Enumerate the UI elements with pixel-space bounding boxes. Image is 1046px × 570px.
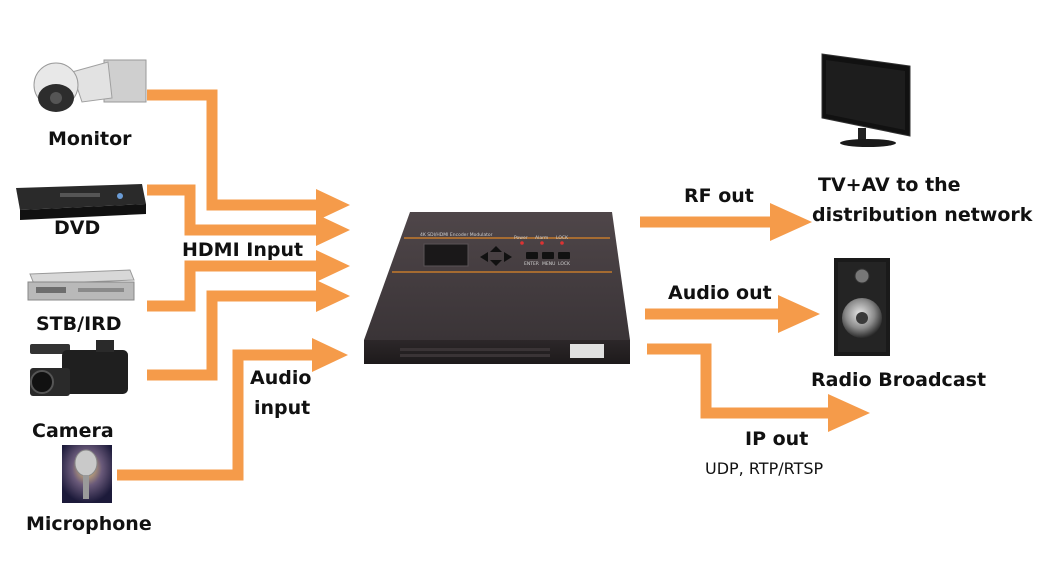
device-down-button[interactable]: [490, 260, 502, 266]
device-model-label: 4K SDI/HDMI Encoder Modulator: [420, 232, 493, 238]
label-dvd: DVD: [54, 217, 100, 239]
device-power-text: Power: [514, 235, 528, 241]
wire-camera: [147, 290, 330, 381]
label-camera: Camera: [32, 420, 114, 442]
device-top-face: [364, 212, 630, 340]
device-up-button[interactable]: [490, 246, 502, 252]
label-microphone: Microphone: [26, 513, 152, 535]
arrow-ip-out: [828, 394, 870, 432]
wire-monitor: [147, 89, 330, 211]
label-hdmi-input: HDMI Input: [182, 239, 303, 261]
label-tv-line2: distribution network: [812, 204, 1033, 226]
dvd-player-icon: [16, 184, 146, 220]
device-lock-text: LOCK: [556, 235, 569, 241]
device-enter-text: ENTER: [524, 261, 539, 267]
arrow-stb: [316, 250, 350, 282]
device-front-face: [364, 340, 630, 364]
arrow-dvd: [316, 214, 350, 246]
wire-stb: [147, 260, 330, 312]
arrow-rf-out: [770, 203, 812, 241]
label-monitor: Monitor: [48, 128, 132, 150]
device-lcd-screen: [423, 243, 469, 267]
device-lock-button[interactable]: [558, 252, 570, 259]
device-enter-button[interactable]: [526, 252, 538, 259]
arrow-monitor: [316, 189, 350, 221]
label-audio-input-line1: Audio: [250, 367, 311, 389]
video-camera-icon: [30, 340, 128, 396]
dome-camera-icon: [33, 59, 147, 112]
device-power-led: [520, 241, 524, 245]
label-audio-input-line2: input: [254, 397, 310, 419]
wire-dvd: [147, 184, 330, 236]
label-audio-out: Audio out: [668, 282, 772, 304]
label-radio-broadcast: Radio Broadcast: [811, 369, 986, 391]
input-wires: [117, 89, 350, 481]
arrow-audio-input: [312, 338, 348, 372]
device-alarm-led: [540, 241, 544, 245]
device-menu-text: MENU: [542, 261, 555, 267]
device-right-button[interactable]: [504, 252, 512, 262]
wire-ip-out: [647, 343, 840, 419]
device-vent: [400, 348, 550, 357]
microphone-icon: [62, 445, 112, 503]
device-lock-led: [560, 241, 564, 245]
encoder-modulator-device: 4K SDI/HDMI Encoder Modulator Power Alar…: [364, 212, 630, 364]
device-lock2-text: LOCK: [558, 261, 571, 267]
arrow-camera: [316, 280, 350, 312]
speaker-icon: [834, 258, 890, 356]
device-rating-label: [570, 344, 604, 358]
label-rf-out: RF out: [684, 185, 754, 207]
label-ip-out: IP out: [745, 428, 808, 450]
device-left-button[interactable]: [480, 252, 488, 262]
label-ip-protocols: UDP, RTP/RTSP: [705, 459, 824, 478]
arrow-audio-out: [778, 295, 820, 333]
tv-icon: [821, 53, 911, 147]
wire-microphone: [117, 349, 322, 481]
device-menu-button[interactable]: [542, 252, 554, 259]
output-wires: [640, 203, 870, 432]
device-alarm-text: Alarm: [535, 235, 548, 241]
label-tv-line1: TV+AV to the: [818, 174, 961, 196]
stb-receiver-icon: [27, 269, 135, 301]
label-stb: STB/IRD: [36, 313, 122, 335]
